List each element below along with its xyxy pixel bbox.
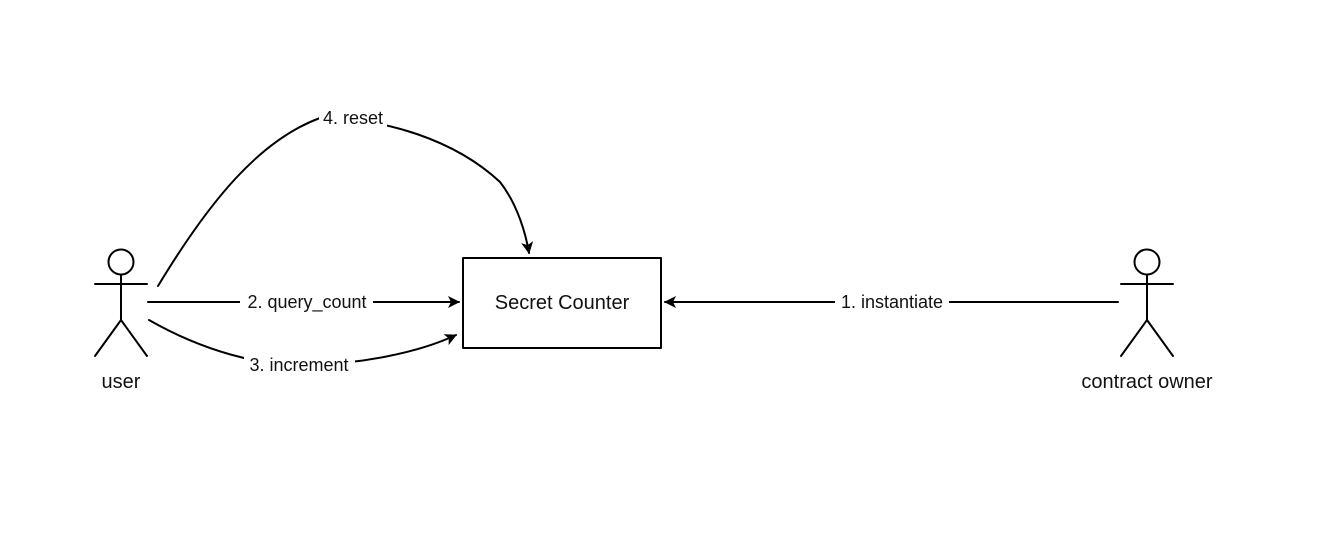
user-actor-head xyxy=(107,248,135,276)
contract-owner-actor-left-leg xyxy=(1120,319,1148,357)
edge-instantiate[interactable]: 1. instantiate xyxy=(664,291,1119,313)
edge-instantiate-label-bg xyxy=(835,291,949,313)
secret-counter-node[interactable]: Secret Counter xyxy=(462,257,662,349)
user-actor[interactable]: user xyxy=(94,248,148,394)
edge-reset-label: 4. reset xyxy=(323,108,383,128)
contract-owner-actor-head xyxy=(1133,248,1161,276)
user-actor-left-leg xyxy=(94,319,122,357)
contract-owner-label: contract owner xyxy=(1081,371,1213,393)
secret-counter-label: Secret Counter xyxy=(495,292,630,314)
contract-owner-actor-right-leg xyxy=(1146,319,1174,357)
contract-owner-actor[interactable]: contract owner xyxy=(1081,248,1213,394)
edge-instantiate-label: 1. instantiate xyxy=(841,292,943,312)
edge-reset-label-bg xyxy=(319,107,387,129)
edge-increment-label: 3. increment xyxy=(249,355,348,375)
edge-reset-line xyxy=(157,117,534,287)
edge-increment-label-bg xyxy=(244,354,355,376)
secret-counter-box xyxy=(462,257,662,349)
edge-increment[interactable]: 3. increment xyxy=(148,319,457,376)
edge-reset[interactable]: 4. reset xyxy=(157,107,534,287)
user-label: user xyxy=(102,371,141,393)
edge-query-count[interactable]: 2. query_count xyxy=(147,291,460,313)
user-actor-right-leg xyxy=(120,319,148,357)
edge-query-count-label: 2. query_count xyxy=(247,292,366,313)
edge-query-count-label-bg xyxy=(240,291,373,313)
